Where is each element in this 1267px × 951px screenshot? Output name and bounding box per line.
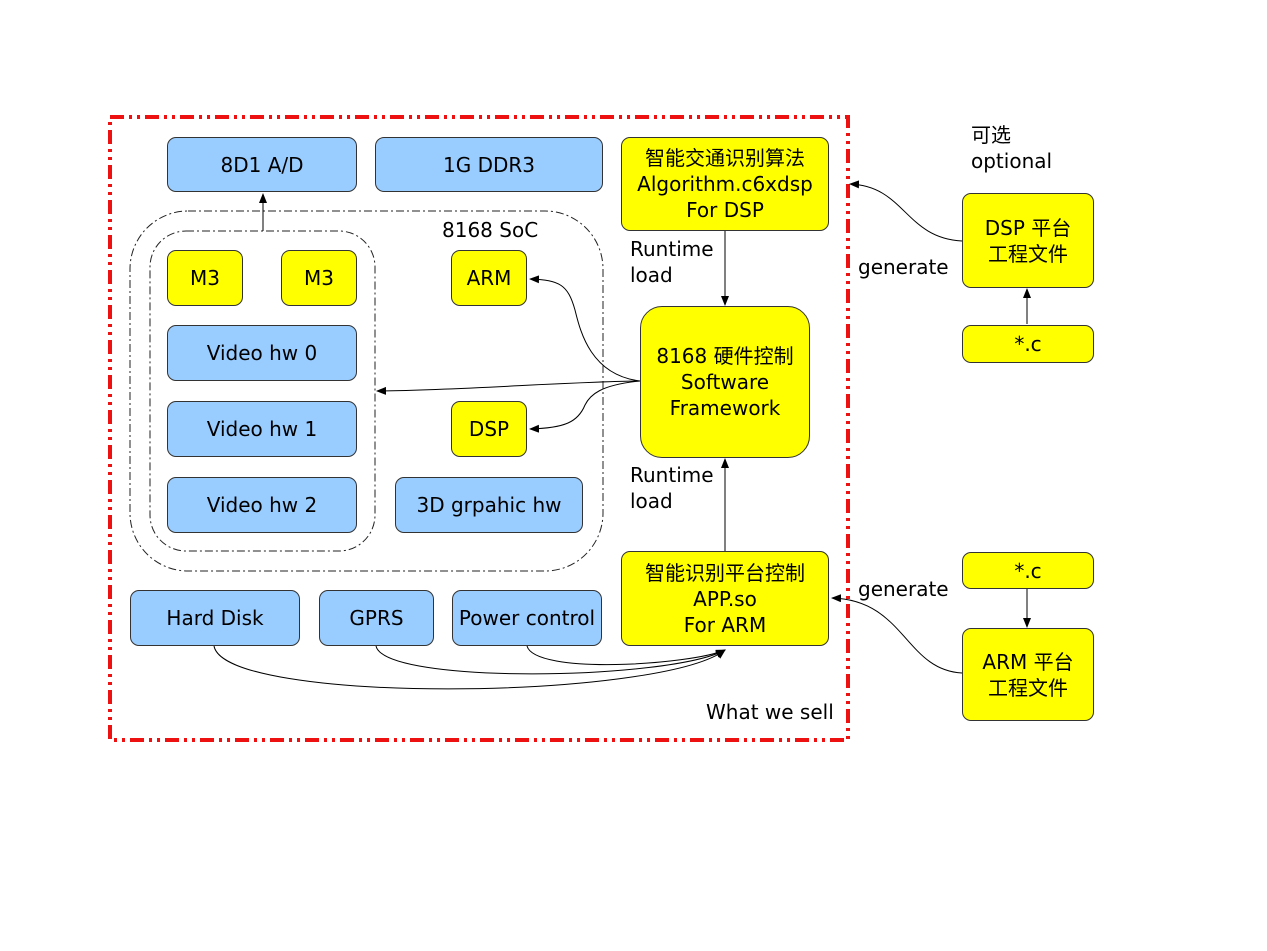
arm-project-line1: ARM 平台 <box>982 649 1074 674</box>
framework-framework: Framework <box>669 396 781 420</box>
dsp-core-block: DSP <box>451 401 527 457</box>
video-hw-1-block: Video hw 1 <box>167 401 357 457</box>
app-block: 智能识别平台控制 APP.so For ARM <box>621 551 829 646</box>
soc-label: 8168 SoC <box>442 218 539 242</box>
algorithm-block: 智能交通识别算法 Algorithm.c6xdsp For DSP <box>621 137 829 231</box>
framework-to-arm-arrow <box>529 275 641 382</box>
dsp-project-line2: 工程文件 <box>988 241 1068 266</box>
power-control-block: Power control <box>452 590 602 646</box>
ad-converter-block: 8D1 A/D <box>167 137 357 192</box>
power-to-app-arrow <box>526 645 726 666</box>
runtime-load-bottom-label: Runtime load <box>630 463 714 513</box>
framework-block: 8168 硬件控制 Software Framework <box>640 306 810 458</box>
app-title-cn: 智能识别平台控制 <box>645 560 805 585</box>
what-we-sell-label: What we sell <box>706 700 834 724</box>
video-hw-0-block: Video hw 0 <box>167 325 357 381</box>
soc-outer-frame <box>129 210 604 572</box>
c-source-bottom-block: *.c <box>962 552 1094 589</box>
dsp-project-line1: DSP 平台 <box>984 215 1072 240</box>
what-we-sell-boundary <box>108 115 850 742</box>
framework-to-video-arrow <box>376 380 641 395</box>
gprs-block: GPRS <box>319 590 434 646</box>
dsp-project-block: DSP 平台 工程文件 <box>962 193 1094 288</box>
arm-project-to-app-arrow <box>831 594 963 674</box>
graphic-hw-block: 3D grpahic hw <box>395 477 583 533</box>
app-file-name: APP.so <box>693 586 757 611</box>
m3-core-b-block: M3 <box>281 250 357 306</box>
harddisk-to-app-arrow <box>213 645 726 690</box>
optional-label: 可选 optional <box>971 123 1053 173</box>
arm-project-line2: 工程文件 <box>988 675 1068 700</box>
video-hw-2-block: Video hw 2 <box>167 477 357 533</box>
generate-bottom-label: generate <box>858 577 949 601</box>
hard-disk-block: Hard Disk <box>130 590 300 646</box>
ddr3-memory-block: 1G DDR3 <box>375 137 603 192</box>
framework-title-cn: 8168 硬件控制 <box>656 344 794 368</box>
c-source-top-block: *.c <box>962 325 1094 363</box>
algorithm-title-cn: 智能交通识别算法 <box>645 146 805 170</box>
generate-top-label: generate <box>858 255 949 279</box>
m3-core-a-block: M3 <box>167 250 243 306</box>
framework-software: Software <box>680 370 770 394</box>
framework-to-dsp-arrow <box>529 380 641 433</box>
dsp-project-to-algorithm-arrow <box>849 180 963 242</box>
gprs-to-app-arrow <box>375 645 726 675</box>
algorithm-target: For DSP <box>686 198 764 222</box>
arm-core-block: ARM <box>451 250 527 306</box>
arm-project-block: ARM 平台 工程文件 <box>962 628 1094 721</box>
runtime-load-top-label: Runtime load <box>630 237 714 287</box>
app-target: For ARM <box>683 612 767 637</box>
algorithm-file-name: Algorithm.c6xdsp <box>637 172 813 196</box>
